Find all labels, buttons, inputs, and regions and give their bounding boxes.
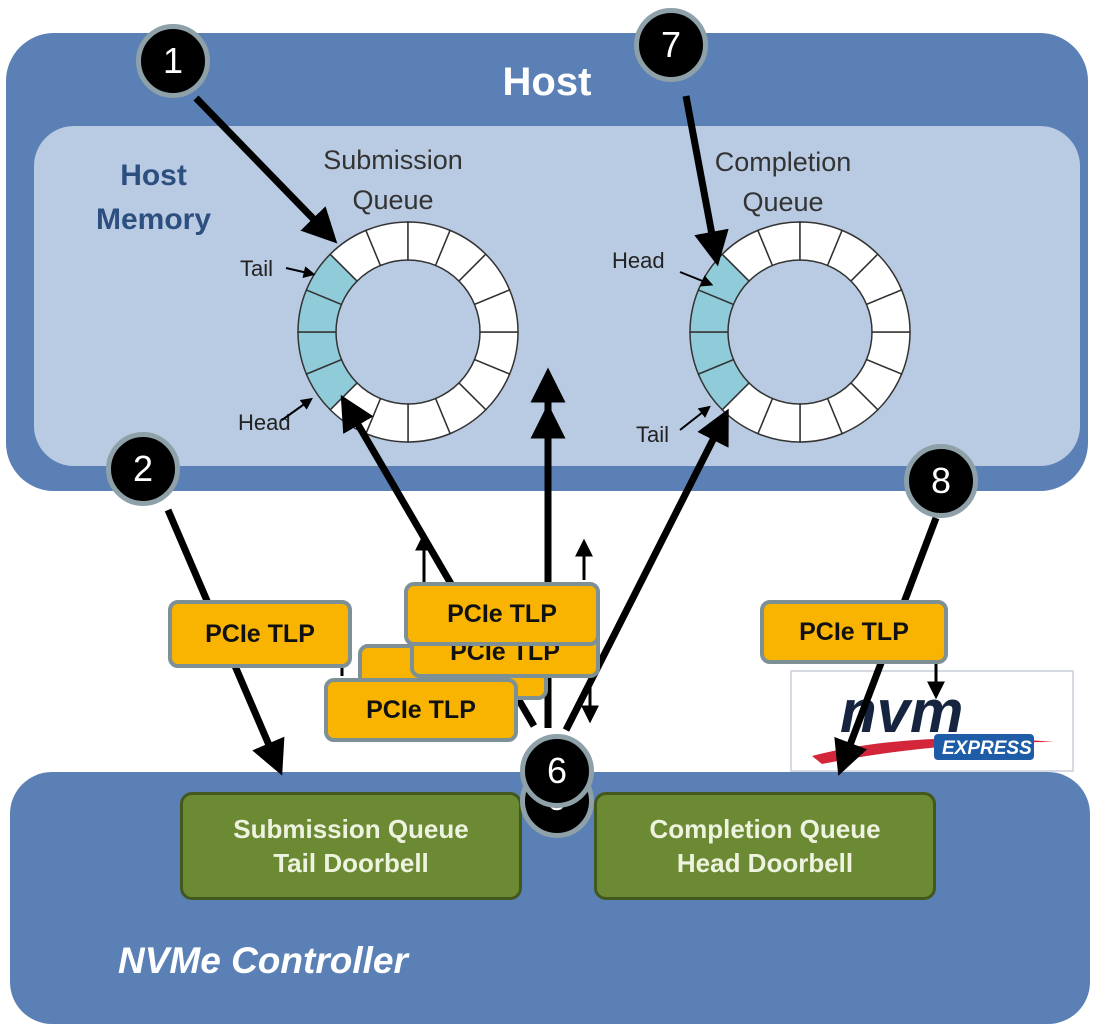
completion-queue-title: Completion Queue (692, 142, 874, 222)
completion-queue-ring (689, 221, 911, 443)
submission-queue-title-line1: Submission (323, 145, 463, 175)
completion-queue-title-line2: Queue (742, 187, 824, 217)
submission-queue-title: Submission Queue (300, 140, 486, 220)
queue-slot (473, 288, 519, 333)
tlp-label: PCIe TLP (447, 599, 557, 628)
completion-queue-title-line1: Completion (714, 147, 852, 177)
cq-tail-label: Tail (636, 422, 670, 447)
nvme-controller-label: NVMe Controller (118, 940, 408, 981)
host-title: Host (502, 60, 592, 104)
cq-head-doorbell-line2: Head Doorbell (676, 848, 854, 878)
queue-slot (865, 288, 911, 333)
sq-head-pointer (281, 397, 313, 421)
cq-head-doorbell: Completion Queue Head Doorbell (594, 792, 936, 900)
step-badge-2: 2 (106, 432, 180, 506)
cq-head-label: Head (612, 248, 665, 273)
sq-tail-pointer (285, 266, 316, 278)
sq-tail-doorbell: Submission Queue Tail Doorbell (180, 792, 522, 900)
host-memory-label-line1: Host (120, 159, 187, 192)
submission-queue-title-line2: Queue (352, 185, 434, 215)
logo-express-text: EXPRESS (942, 738, 1032, 759)
tlp-label: PCIe TLP (205, 619, 315, 648)
cq-head-pointer (679, 271, 714, 287)
arrow-step-6 (562, 408, 729, 732)
sq-tail-label: Tail (240, 256, 274, 281)
tlp-label: PCIe TLP (366, 695, 476, 724)
step-badge-8: 8 (904, 444, 978, 518)
sq-tail-doorbell-line2: Tail Doorbell (273, 848, 429, 878)
tlp-packet-bottom: PCIe TLP (324, 678, 518, 742)
cq-head-doorbell-line1: Completion Queue (649, 814, 881, 844)
tlp-label: PCIe TLP (799, 617, 909, 646)
arrow-step-7 (682, 95, 729, 267)
sq-head-label: Head (238, 410, 291, 435)
submission-queue-ring (297, 221, 519, 443)
arrow-step-1 (193, 95, 338, 244)
step-badge-1: 1 (136, 24, 210, 98)
tlp-packet-left: PCIe TLP (168, 600, 352, 668)
sq-tail-doorbell-line1: Submission Queue (233, 814, 469, 844)
cq-tail-pointer (679, 405, 711, 431)
step-badge-7: 7 (634, 8, 708, 82)
tlp-packet-right: PCIe TLP (760, 600, 948, 664)
host-memory-label-line2: Memory (96, 203, 212, 236)
tlp-packet-top: PCIe TLP (404, 582, 600, 646)
host-memory-label: Host Memory (96, 154, 211, 242)
step-badge-6: 6 (520, 734, 594, 808)
